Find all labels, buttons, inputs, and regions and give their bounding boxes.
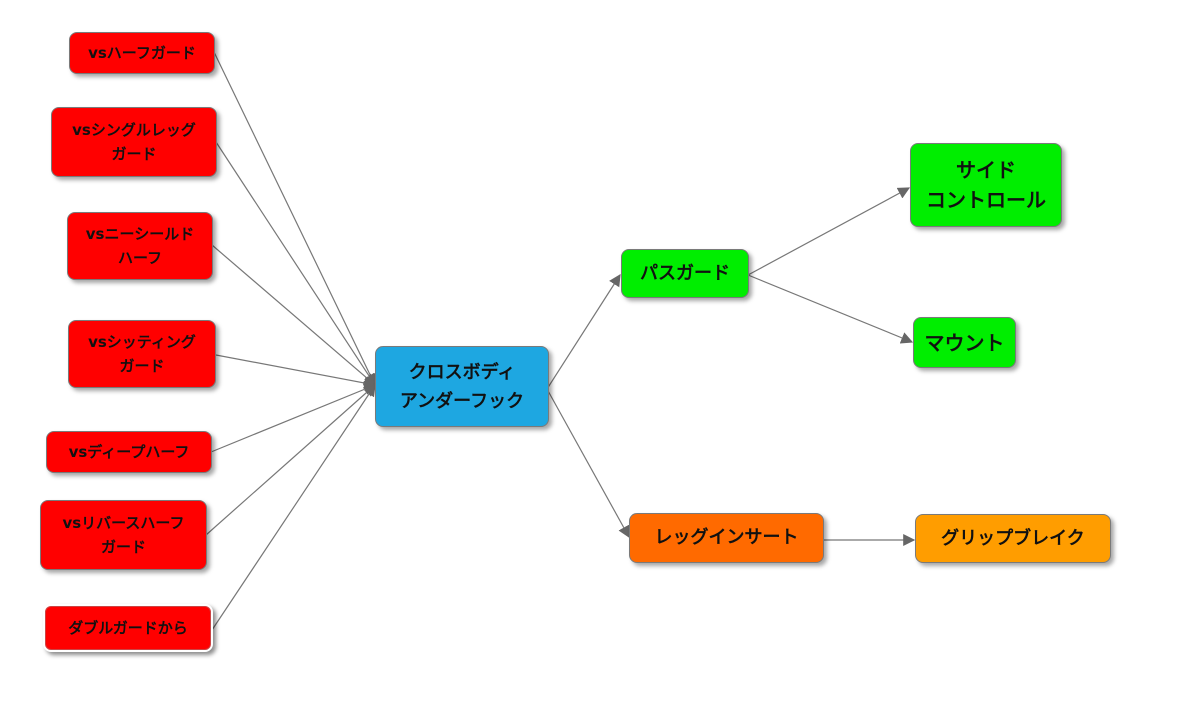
edge-pass-guard-to-side-control — [747, 187, 911, 276]
edge-deep-half-to-center — [210, 383, 377, 453]
node-cross-body-underhook[interactable]: クロスボディ アンダーフック — [375, 346, 549, 427]
node-vs-deep-half[interactable]: vsディープハーフ — [46, 431, 212, 473]
node-vs-knee-shield-half[interactable]: vsニーシールド ハーフ — [67, 212, 213, 280]
edge-knee-shield-to-center — [211, 244, 376, 386]
node-leg-insert[interactable]: レッグインサート — [629, 513, 824, 563]
node-mount[interactable]: マウント — [913, 317, 1016, 368]
node-vs-reverse-half-guard[interactable]: vsリバースハーフ ガード — [40, 500, 207, 570]
node-pass-guard[interactable]: パスガード — [621, 249, 749, 298]
node-from-double-guard[interactable]: ダブルガードから — [43, 604, 213, 652]
node-vs-sitting-guard[interactable]: vsシッティング ガード — [68, 320, 216, 388]
node-side-control[interactable]: サイド コントロール — [910, 143, 1062, 227]
node-grip-break[interactable]: グリップブレイク — [915, 514, 1111, 563]
edge-sitting-guard-to-center — [215, 354, 377, 389]
edge-center-to-pass-guard — [546, 273, 621, 390]
edge-center-to-leg-insert — [546, 388, 630, 539]
node-vs-half-guard[interactable]: vsハーフガード — [69, 32, 215, 74]
edge-reverse-half-to-center — [205, 384, 376, 536]
edge-single-leg-to-center — [215, 141, 376, 387]
node-vs-single-leg-guard[interactable]: vsシングルレッグ ガード — [51, 107, 217, 177]
edge-half-guard-to-center — [213, 51, 376, 387]
edge-pass-guard-to-mount — [747, 274, 914, 344]
edge-double-guard-to-center — [211, 384, 376, 631]
